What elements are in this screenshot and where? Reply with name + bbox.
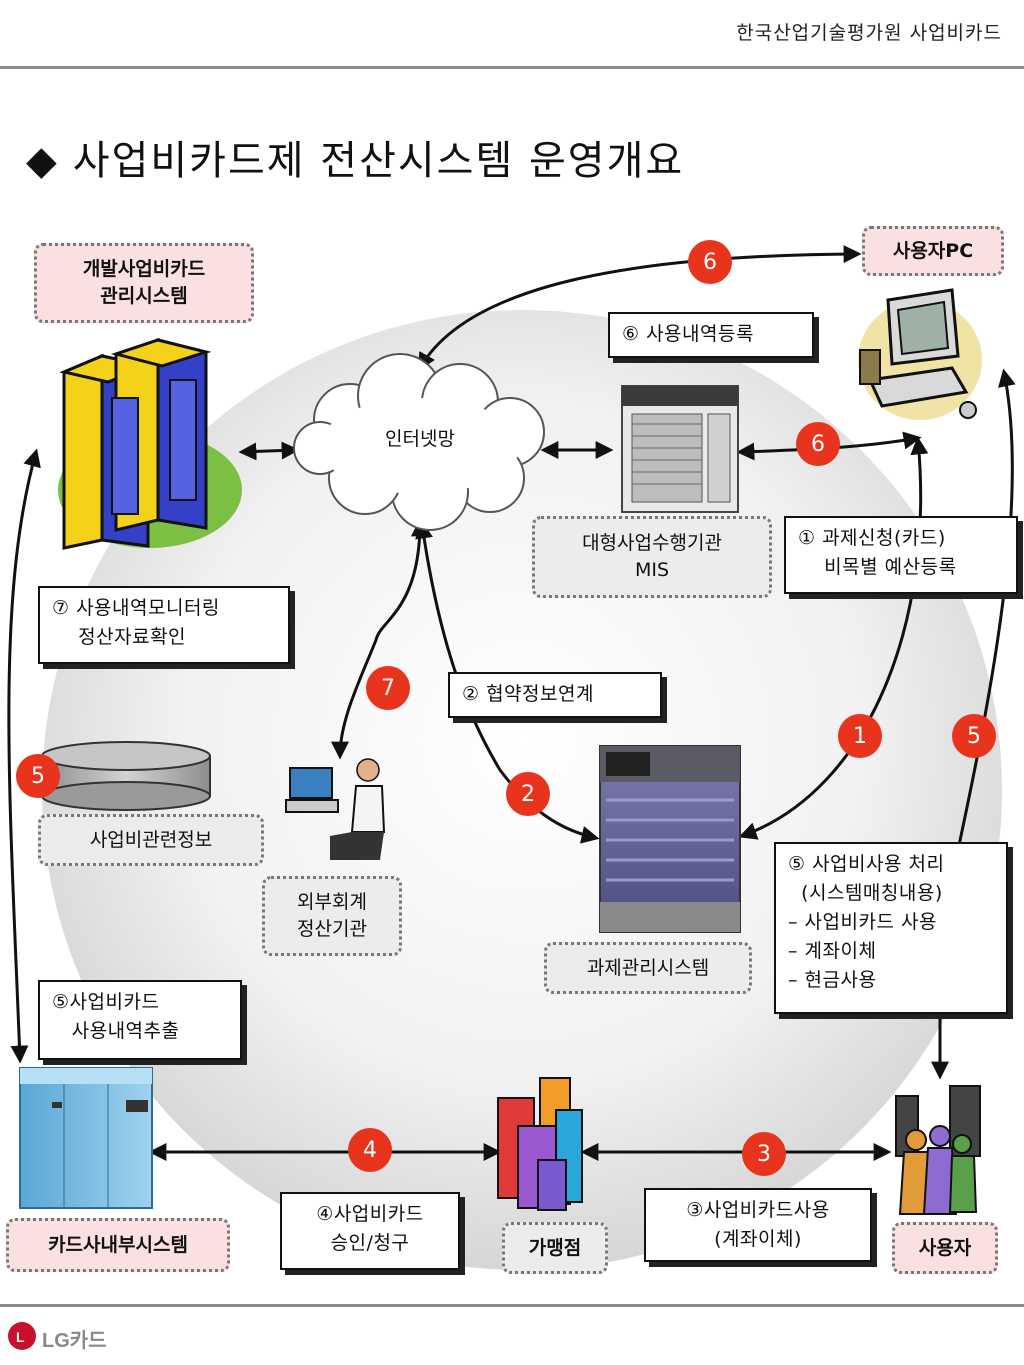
server-rack-icon — [599, 745, 741, 933]
step-4-badge: 4 — [348, 1128, 392, 1172]
note-monitoring: ⑦ 사용내역모니터링 정산자료확인 — [38, 586, 290, 664]
diamond-bullet-icon: ◆ — [26, 138, 59, 184]
arrow-internet-project — [415, 520, 600, 844]
server-tower-icon — [58, 337, 242, 550]
note-approval-billing: ④사업비카드 승인/청구 — [280, 1192, 460, 1270]
arrow-internet-userpc — [418, 245, 862, 372]
external-org-box: 외부회계 정산기관 — [262, 876, 402, 956]
buildings-icon — [497, 1077, 583, 1211]
step-1-badge: 1 — [838, 714, 882, 758]
step-5-badge: 5 — [952, 714, 996, 758]
note-agreement-link: ② 협약정보연계 — [448, 672, 662, 718]
arrow-dev-internet — [238, 441, 300, 461]
people-icon — [895, 1085, 981, 1215]
mainframe-icon — [19, 1067, 153, 1209]
step-6-badge: 6 — [796, 422, 840, 466]
merchant-box: 가맹점 — [502, 1222, 608, 1274]
internet-label: 인터넷망 — [385, 428, 455, 450]
dev-system-box: 개발사업비카드 관리시스템 — [34, 243, 254, 323]
arrow-dev-card — [7, 448, 41, 1064]
step-3-badge: 3 — [742, 1132, 786, 1176]
arrow-user-userpc — [956, 368, 1016, 851]
step-6-badge: 6 — [688, 240, 732, 284]
footer-rule — [0, 1304, 1024, 1307]
project-system-box: 과제관리시스템 — [544, 942, 752, 994]
page-title: ◆ 사업비카드제 전산시스템 운영개요 — [26, 128, 684, 186]
footer-logo-text: LG카드 — [42, 1330, 107, 1352]
mis-box: 대형사업수행기관 MIS — [532, 516, 772, 598]
lg-logo-icon: L — [8, 1322, 36, 1350]
header-rule — [0, 66, 1024, 69]
step-2-badge: 2 — [506, 772, 550, 816]
note-expense-processing: ⑤ 사업비사용 처리 (시스템매칭내용) – 사업비카드 사용 – 계좌이체 –… — [774, 842, 1008, 1014]
note-card-usage: ③사업비카드사용 (계좌이체) — [644, 1188, 872, 1262]
header-org-title: 한국산업기술평가원 사업비카드 — [736, 22, 1002, 44]
arrow-userpc-project — [738, 436, 929, 840]
note-usage-register: ⑥ 사용내역등록 — [608, 312, 814, 358]
person-at-computer-icon — [285, 758, 386, 860]
user-pc-box: 사용자PC — [862, 226, 1004, 276]
computer-icon — [858, 288, 982, 420]
db-info-box: 사업비관련정보 — [38, 814, 264, 866]
user-box: 사용자 — [892, 1222, 998, 1274]
server-rack-icon — [621, 385, 739, 513]
note-usage-extract: ⑤사업비카드 사용내역추출 — [38, 980, 242, 1060]
database-icon — [41, 741, 211, 811]
cloud-icon — [293, 353, 545, 531]
card-internal-box: 카드사내부시스템 — [6, 1218, 230, 1272]
arrow-internet-external — [331, 518, 429, 760]
step-7-badge: 7 — [366, 666, 410, 710]
note-project-apply: ① 과제신청(카드) 비목별 예산등록 — [784, 516, 1018, 594]
svg-text:L: L — [16, 1329, 25, 1345]
connector-arrows — [7, 245, 1016, 1161]
page-title-text: 사업비카드제 전산시스템 운영개요 — [72, 138, 685, 184]
step-5-badge: 5 — [16, 754, 60, 798]
